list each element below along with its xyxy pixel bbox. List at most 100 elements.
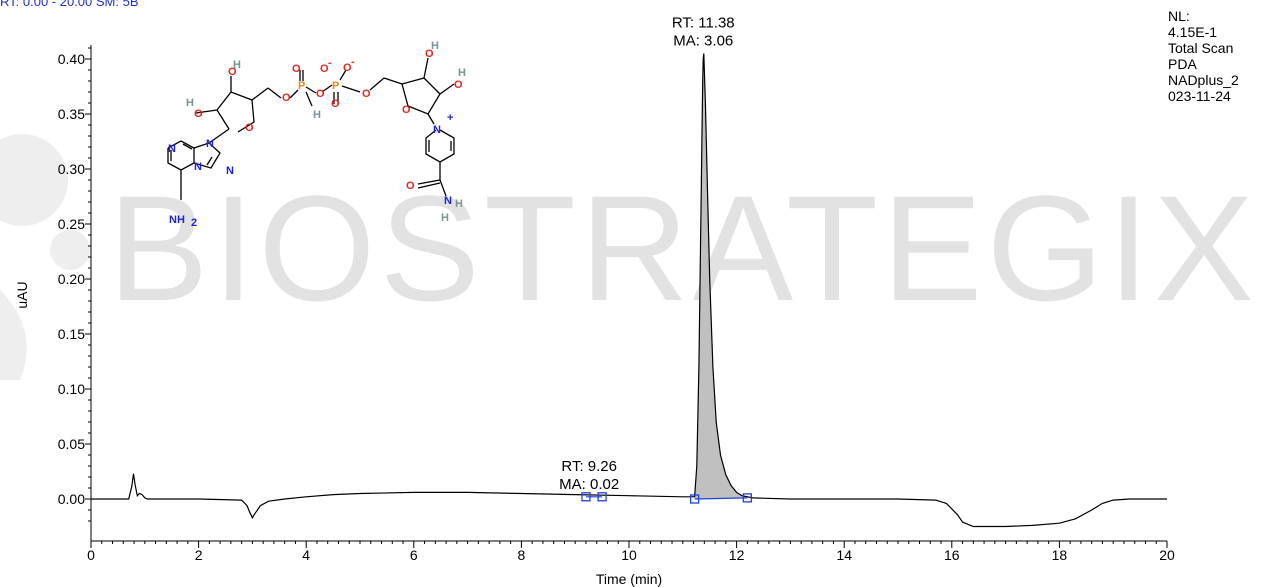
atom-label: H — [186, 97, 194, 109]
peak-boundary-marker — [597, 492, 607, 502]
bond — [423, 57, 429, 79]
watermark-logo-circle — [0, 134, 68, 226]
atom-label: - — [351, 56, 355, 68]
watermark: BIOSTRATEGIX — [0, 134, 1258, 380]
y-axis-title: uAU — [14, 281, 30, 308]
y-tick-label: 0.05 — [58, 436, 85, 452]
atom-label: + — [447, 112, 453, 124]
atom-label: O — [406, 180, 415, 192]
x-tick-label: 10 — [621, 547, 637, 563]
bond — [193, 142, 221, 169]
y-tick-label: 0.30 — [58, 161, 85, 177]
info-line: NL: — [1168, 8, 1190, 24]
atom-label: O — [331, 98, 340, 110]
y-tick-label: 0.15 — [58, 326, 85, 342]
atom-label: H — [455, 198, 463, 210]
atom-label: O — [292, 63, 301, 75]
x-axis-title: Time (min) — [596, 571, 662, 587]
x-tick-label: 16 — [944, 547, 960, 563]
bond — [182, 143, 193, 150]
bond — [341, 85, 361, 93]
atom-label: O — [454, 79, 463, 91]
watermark-logo-swoosh — [0, 290, 27, 380]
bond — [417, 179, 441, 185]
y-tick-label: 0.00 — [58, 491, 85, 507]
bond — [216, 91, 255, 133]
peak-baseline — [694, 497, 748, 500]
atom-label: N — [433, 124, 441, 136]
y-tick-label: 0.20 — [58, 271, 85, 287]
x-tick-label: 18 — [1052, 547, 1068, 563]
atom-label: N — [206, 138, 214, 150]
x-tick-label: 12 — [729, 547, 745, 563]
atom-label: O — [343, 62, 352, 74]
peak-rt-label: RT: 11.38 — [672, 15, 735, 32]
peak-rt-label: RT: 9.26 — [561, 458, 617, 475]
bond — [195, 109, 218, 114]
info-line: 4.15E-1 — [1168, 24, 1217, 40]
y-tick-label: 0.25 — [58, 216, 85, 232]
atom-label: O — [245, 122, 254, 134]
atom-label: P — [298, 80, 305, 92]
marker-layer — [581, 492, 753, 504]
chromatogram-trace — [91, 53, 1167, 528]
atom-label: P — [332, 80, 339, 92]
peak-fill-layer — [694, 53, 748, 499]
atom-label: N — [194, 161, 202, 173]
atom-label: N — [226, 165, 234, 177]
x-tick-label: 6 — [410, 547, 418, 563]
info-line: NADplus_2 — [1168, 72, 1239, 88]
atom-label: O — [194, 108, 203, 120]
x-tick-label: 2 — [195, 547, 203, 563]
info-line: 023-11-24 — [1168, 88, 1231, 104]
nad-molecule-structure — [167, 57, 455, 200]
bond — [427, 113, 435, 125]
bond — [267, 87, 282, 99]
bond — [208, 128, 230, 144]
y-tick-label: 0.10 — [58, 381, 85, 397]
atom-label: N — [168, 143, 176, 155]
atom-label: NH — [169, 214, 185, 226]
baseline-layer — [585, 496, 748, 500]
bond — [339, 69, 347, 81]
peak-boundary-marker — [689, 494, 700, 504]
atom-label: H — [431, 40, 439, 52]
x-tick-label: 20 — [1159, 547, 1175, 563]
bond — [251, 87, 269, 101]
atom-label: H — [233, 59, 241, 71]
bond — [289, 89, 299, 99]
watermark-logo-dot — [50, 230, 90, 270]
y-tick-label: 0.40 — [58, 51, 85, 67]
x-tick-label: 8 — [518, 547, 526, 563]
bond — [305, 86, 317, 94]
x-tick-label: 0 — [87, 547, 95, 563]
atom-label: O — [362, 88, 371, 100]
atom-label: - — [328, 57, 332, 69]
bond — [321, 84, 333, 93]
atom-label-subscript: 2 — [191, 217, 197, 229]
atom-label: O — [320, 63, 329, 75]
atom-label: H — [458, 67, 466, 79]
peak-boundary-marker — [581, 492, 591, 502]
y-tick-label: 0.35 — [58, 106, 85, 122]
atom-label: O — [402, 104, 411, 116]
bond — [401, 77, 441, 115]
atom-label: O — [282, 92, 291, 104]
peak-area-fill — [694, 53, 748, 499]
peak-boundary-marker — [742, 493, 753, 503]
header-range: RT: 0.00 - 20.00 SM: 5B — [0, 0, 139, 9]
bond — [439, 83, 455, 95]
watermark-text: BIOSTRATEGIX — [108, 164, 1258, 332]
peak-ma-label: MA: 3.06 — [673, 33, 733, 50]
atom-label: H — [441, 212, 449, 224]
info-line: PDA — [1168, 56, 1197, 72]
bond — [383, 77, 403, 85]
atom-label: O — [425, 48, 434, 60]
bond — [305, 91, 313, 107]
atom-label: H — [313, 109, 321, 121]
bond — [206, 156, 213, 166]
